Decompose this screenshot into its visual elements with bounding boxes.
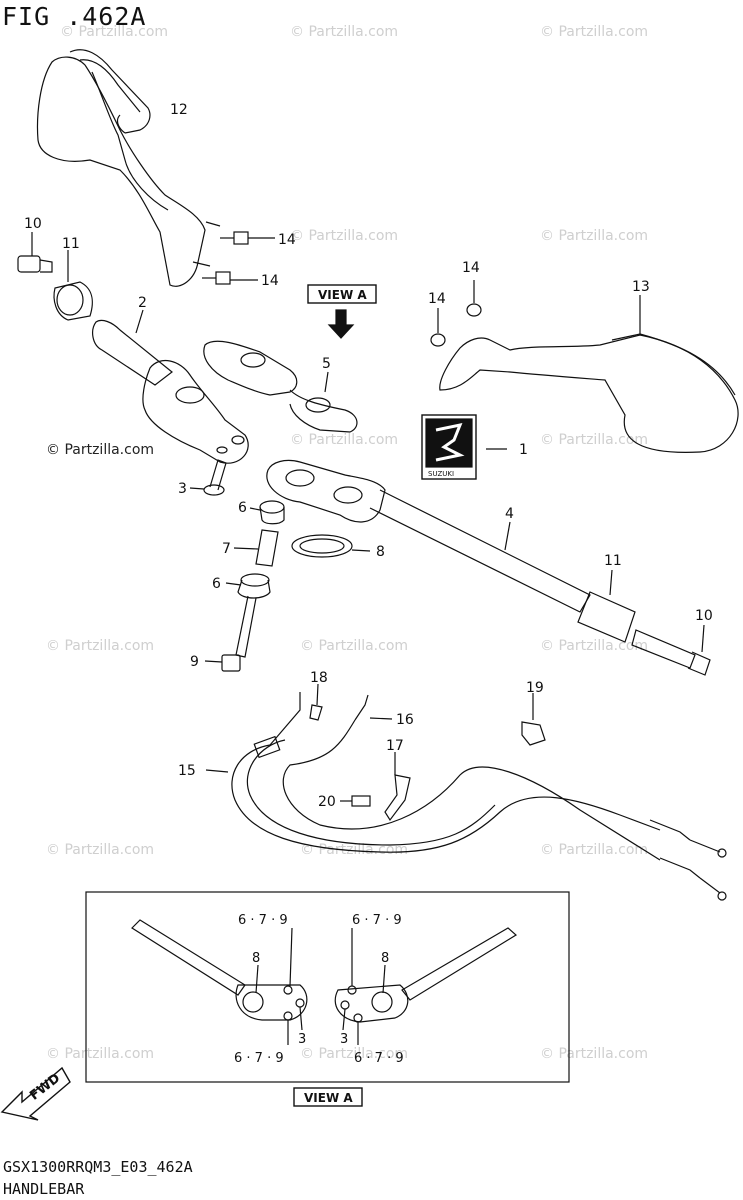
view-a-callout-bottom-right: 6 · 7 · 9 — [354, 1051, 404, 1066]
part-19-clip — [521, 693, 546, 746]
part-2-handlebar-left — [92, 309, 249, 464]
callout-12: 12 — [170, 102, 188, 118]
part-10-bolt-right — [631, 624, 711, 676]
view-a-callout-8-left: 8 — [252, 951, 260, 966]
part-18-screw — [309, 683, 323, 721]
part-10-bolt-left — [17, 232, 53, 273]
view-a-callout-8-right: 8 — [381, 951, 389, 966]
fwd-arrow — [0, 1066, 71, 1121]
watermark: © Partzilla.com — [540, 638, 649, 654]
part-7-spacer — [233, 529, 279, 567]
watermark: © Partzilla.com — [300, 842, 409, 858]
callout-18: 18 — [310, 670, 328, 686]
part-14-nut-lower — [202, 271, 258, 285]
callout-17: 17 — [386, 738, 404, 754]
watermark: © Partzilla.com — [46, 842, 155, 858]
view-a-label-bottom: VIEW A — [304, 1091, 353, 1105]
callout-6-top: 6 — [238, 500, 247, 516]
watermark: © Partzilla.com — [300, 1046, 409, 1062]
figure-title: FIG .462A — [2, 2, 147, 31]
emblem-text: SUZUKI — [428, 470, 454, 478]
view-a-marker — [307, 284, 377, 339]
part-12-cowl-bracket — [36, 49, 221, 287]
watermark: © Partzilla.com — [46, 442, 155, 458]
view-a-callout-top-left: 6 · 7 · 9 — [238, 913, 288, 928]
part-8-ring — [291, 534, 371, 558]
callout-10-right: 10 — [695, 608, 713, 624]
watermark: © Partzilla.com — [300, 638, 409, 654]
view-a-callout-3-right: 3 — [340, 1032, 348, 1047]
callout-6-bottom: 6 — [212, 576, 221, 592]
watermark: © Partzilla.com — [540, 432, 649, 448]
callout-14-a: 14 — [278, 232, 296, 248]
callout-3: 3 — [178, 481, 187, 497]
callout-2: 2 — [138, 295, 147, 311]
part-6-collar-bottom — [225, 573, 271, 599]
part-5-holder — [203, 340, 358, 433]
callout-14-b: 14 — [261, 273, 279, 289]
callout-5: 5 — [322, 356, 331, 372]
view-a-label-top: VIEW A — [318, 288, 367, 302]
part-6-collar-top — [249, 500, 285, 525]
callout-19: 19 — [526, 680, 544, 696]
callout-1: 1 — [519, 442, 528, 458]
part-13-mirror — [439, 295, 739, 453]
callout-11-right: 11 — [604, 553, 622, 569]
callout-14-c: 14 — [428, 291, 446, 307]
callout-20: 20 — [318, 794, 336, 810]
watermark: © Partzilla.com — [290, 228, 399, 244]
callout-15: 15 — [178, 763, 196, 779]
part-1-emblem — [421, 414, 507, 480]
watermark: © Partzilla.com — [46, 638, 155, 654]
callout-10-left: 10 — [24, 216, 42, 232]
callout-8: 8 — [376, 544, 385, 560]
watermark: © Partzilla.com — [290, 432, 399, 448]
callout-16: 16 — [396, 712, 414, 728]
part-14-nut-a — [430, 308, 446, 347]
part-17-clamp — [384, 752, 411, 822]
callout-7: 7 — [222, 541, 231, 557]
view-a-callout-3-left: 3 — [298, 1032, 306, 1047]
part-4-handlebar-right — [266, 459, 591, 613]
watermark: © Partzilla.com — [46, 1046, 155, 1062]
fwd-label: FWD — [27, 1071, 63, 1104]
part-11-weight-right — [577, 569, 636, 643]
watermark: © Partzilla.com — [540, 842, 649, 858]
part-9-bolt — [204, 595, 257, 672]
part-3-bolt — [189, 459, 227, 496]
callout-13: 13 — [632, 279, 650, 295]
part-20-screw — [340, 795, 371, 807]
figure-caption: HANDLEBAR — [3, 1180, 85, 1198]
view-a-callout-top-right: 6 · 7 · 9 — [352, 913, 402, 928]
watermark: © Partzilla.com — [290, 24, 399, 40]
part-16-return-cable — [282, 694, 727, 901]
callout-9: 9 — [190, 654, 199, 670]
callout-11-left: 11 — [62, 236, 80, 252]
view-a-panel — [85, 891, 570, 1107]
part-15-throttle-cable — [205, 692, 661, 853]
watermark: © Partzilla.com — [60, 24, 169, 40]
callout-14-d: 14 — [462, 260, 480, 276]
part-14-nut-upper — [220, 231, 275, 245]
view-a-callout-bottom-left: 6 · 7 · 9 — [234, 1051, 284, 1066]
watermark: © Partzilla.com — [540, 1046, 649, 1062]
watermark: © Partzilla.com — [540, 24, 649, 40]
callout-4: 4 — [505, 506, 514, 522]
part-11-weight-left — [53, 250, 93, 321]
figure-code: GSX1300RRQM3_E03_462A — [3, 1158, 193, 1176]
part-14-nut-b — [466, 280, 482, 317]
watermark: © Partzilla.com — [540, 228, 649, 244]
